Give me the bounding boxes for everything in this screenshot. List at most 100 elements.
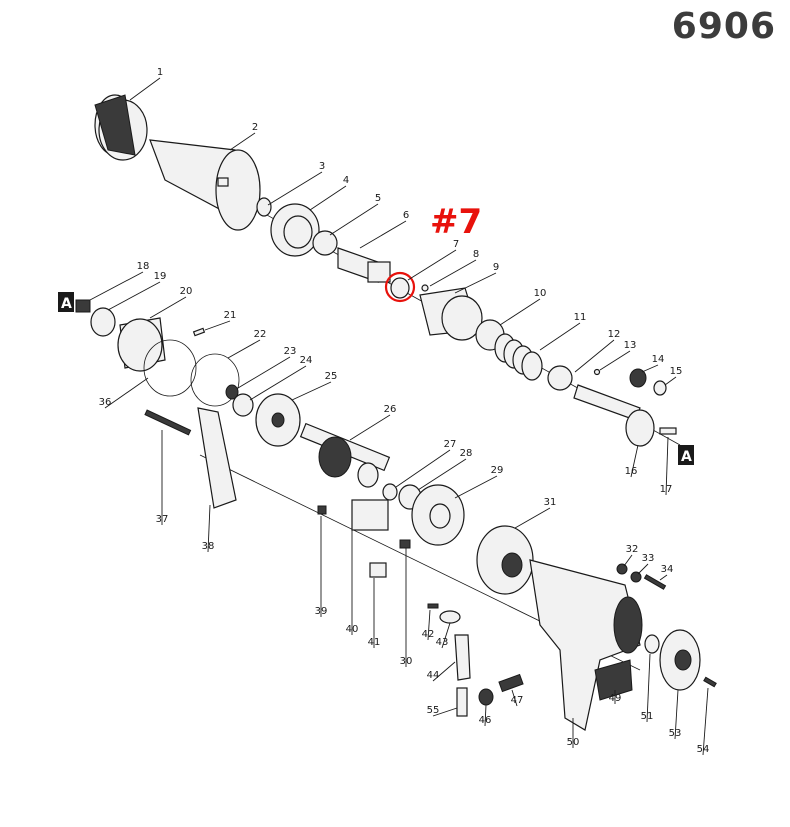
leader-line-32 bbox=[623, 554, 633, 567]
part-34-screw bbox=[643, 574, 667, 590]
leader-line-8 bbox=[429, 259, 477, 287]
part-label-38: 38 bbox=[202, 541, 215, 552]
part-3-ring bbox=[256, 197, 272, 217]
part-label-9: 9 bbox=[493, 262, 499, 273]
part-label-14: 14 bbox=[652, 354, 665, 365]
part-16-housing-ring bbox=[625, 409, 655, 447]
leader-line-29 bbox=[454, 475, 498, 499]
part-55-cord bbox=[456, 687, 468, 717]
part-label-55: 55 bbox=[427, 705, 440, 716]
part-label-42: 42 bbox=[422, 629, 435, 640]
part-24-washer bbox=[232, 393, 254, 417]
part-44-cord-guard bbox=[454, 634, 471, 681]
part-18-bearing bbox=[75, 299, 91, 313]
part-11-spring bbox=[494, 333, 543, 381]
leader-line-12 bbox=[574, 339, 615, 373]
leader-line-34 bbox=[659, 574, 668, 581]
part-31-field bbox=[476, 525, 534, 595]
leader-line-1 bbox=[129, 77, 161, 101]
part-7-ring bbox=[384, 271, 416, 303]
svg-text:A: A bbox=[681, 449, 692, 465]
part-label-28: 28 bbox=[460, 448, 473, 459]
part-32-nut bbox=[616, 563, 628, 575]
leader-line-15 bbox=[664, 376, 677, 386]
leader-line-53 bbox=[674, 689, 679, 740]
part-label-50: 50 bbox=[567, 737, 580, 748]
part-label-5: 5 bbox=[375, 193, 381, 204]
part-label-13: 13 bbox=[624, 340, 637, 351]
section-marker-right: A bbox=[678, 445, 694, 465]
leader-line-38 bbox=[207, 504, 211, 553]
leader-line-24 bbox=[249, 365, 307, 401]
part-label-21: 21 bbox=[224, 310, 237, 321]
part-label-25: 25 bbox=[325, 371, 338, 382]
part-label-27: 27 bbox=[444, 439, 457, 450]
part-label-12: 12 bbox=[608, 329, 621, 340]
part-label-6: 6 bbox=[403, 210, 409, 221]
part-label-10: 10 bbox=[534, 288, 547, 299]
leader-line-10 bbox=[499, 298, 541, 326]
part-19-bearing bbox=[90, 307, 116, 337]
leader-line-27 bbox=[395, 449, 451, 488]
leader-line-11 bbox=[539, 322, 581, 351]
section-marker-left: A bbox=[58, 292, 74, 312]
part-label-29: 29 bbox=[491, 465, 504, 476]
part-label-30: 30 bbox=[400, 656, 413, 667]
part-label-22: 22 bbox=[254, 329, 267, 340]
part-label-43: 43 bbox=[436, 637, 449, 648]
leader-line-13 bbox=[599, 350, 631, 371]
part-label-2: 2 bbox=[252, 122, 258, 133]
part-label-54: 54 bbox=[697, 744, 710, 755]
highlight-circle bbox=[384, 271, 416, 303]
part-21-pin bbox=[192, 327, 206, 337]
part-label-17: 17 bbox=[660, 484, 673, 495]
leader-line-14 bbox=[641, 364, 659, 373]
part-label-24: 24 bbox=[300, 355, 313, 366]
part-47-brush-holder bbox=[498, 673, 524, 693]
model-number: 6906 bbox=[671, 6, 776, 47]
part-label-32: 32 bbox=[626, 544, 639, 555]
leader-line-4 bbox=[309, 185, 347, 211]
part-2-gear-housing bbox=[149, 139, 261, 231]
part-label-8: 8 bbox=[473, 249, 479, 260]
part-42-screw bbox=[427, 603, 439, 609]
part-17-pin bbox=[659, 427, 677, 435]
leader-line-25 bbox=[291, 381, 332, 401]
part-label-49: 49 bbox=[609, 693, 622, 704]
leader-line-33 bbox=[637, 563, 649, 575]
leader-line-5 bbox=[329, 203, 379, 236]
leader-line-16 bbox=[630, 444, 639, 478]
leader-line-9 bbox=[454, 272, 497, 294]
leader-line-20 bbox=[149, 296, 187, 319]
part-label-4: 4 bbox=[343, 175, 349, 186]
part-label-44: 44 bbox=[427, 670, 440, 681]
part-25-fan bbox=[255, 393, 301, 447]
leader-line-55 bbox=[432, 707, 458, 717]
part-label-3: 3 bbox=[319, 161, 325, 172]
leader-line-54 bbox=[702, 687, 709, 756]
part-label-40: 40 bbox=[346, 624, 359, 635]
part-label-46: 46 bbox=[479, 715, 492, 726]
part-label-41: 41 bbox=[368, 637, 381, 648]
part-39-screw bbox=[317, 505, 327, 515]
part-label-39: 39 bbox=[315, 606, 328, 617]
part-23-bearing bbox=[225, 384, 239, 400]
part-49-name-plate bbox=[594, 659, 633, 701]
part-label-53: 53 bbox=[669, 728, 682, 739]
part-12-washer bbox=[547, 365, 573, 391]
part-label-33: 33 bbox=[642, 553, 655, 564]
part-26-armature bbox=[299, 422, 391, 488]
part-label-15: 15 bbox=[670, 366, 683, 377]
part-1-cover bbox=[94, 94, 148, 161]
part-27-ring bbox=[382, 483, 398, 501]
part-label-16: 16 bbox=[625, 466, 638, 477]
part-4-bearing bbox=[270, 203, 320, 257]
part-label-18: 18 bbox=[137, 261, 150, 272]
part-43-strain-relief bbox=[439, 610, 461, 624]
leader-line-6 bbox=[359, 220, 407, 249]
part-8-ball bbox=[421, 284, 429, 292]
part-50-motor-housing bbox=[529, 559, 643, 731]
leader-line-26 bbox=[349, 414, 391, 441]
part-label-51: 51 bbox=[641, 711, 654, 722]
